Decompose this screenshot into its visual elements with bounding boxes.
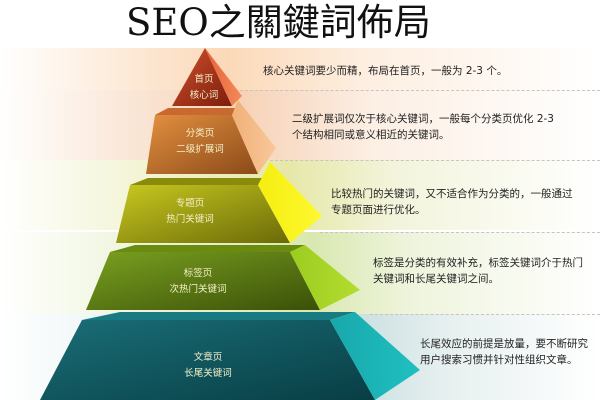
tier-1-keyword: 核心词 <box>189 90 219 101</box>
tier-2-front <box>146 115 258 174</box>
tier-4-top <box>110 245 305 252</box>
tier-5-keyword: 长尾关键词 <box>184 368 232 379</box>
tier-4-keyword: 次热门关键词 <box>169 284 227 295</box>
tier-4-description: 标签是分类的有效补充，标签关键词介于热门 关键词和长尾关键词之间。 <box>373 257 583 285</box>
tier-5-description: 长尾效应的前提是放量，要不断研究 用户搜索习惯并针对性组织文章。 <box>420 338 588 366</box>
band-tier-1 <box>0 48 600 90</box>
tier-2-top <box>155 108 238 115</box>
divider-3 <box>320 232 600 233</box>
tier-1-label: 首页 核心词 <box>144 72 264 104</box>
tier-5-front <box>40 320 375 400</box>
tier-3-label: 专题页 热门关键词 <box>130 196 250 228</box>
tier-4-front <box>86 252 320 310</box>
tier-3-keyword: 热门关键词 <box>166 214 214 225</box>
tier-3-top <box>130 178 270 185</box>
tier-1-description: 核心关键词要少而精，布局在首页，一般为 2-3 个。 <box>263 65 508 77</box>
tier-3-page: 专题页 <box>175 198 205 209</box>
tier-1-front <box>172 48 232 106</box>
tier-3-front <box>116 185 290 243</box>
divider-4 <box>370 314 600 315</box>
tier-3-description: 比较热门的关键词，又不适合作为分类的，一般通过 专题页面进行优化。 <box>331 188 573 216</box>
band-tier-2 <box>0 90 600 160</box>
divider-2 <box>270 160 600 161</box>
tier-2-description: 二级扩展词仅次于核心关键词，一般每个分类页优化 2-3 个结构相同或意义相近的关… <box>292 113 554 141</box>
divider-1 <box>230 90 600 91</box>
tier-5-top <box>82 312 355 320</box>
tier-4-side <box>290 245 360 310</box>
tier-2-page: 分类页 <box>185 128 215 139</box>
tier-4-label: 标签页 次热门关键词 <box>138 266 258 298</box>
tier-2-keyword: 二级扩展词 <box>176 144 224 155</box>
tier-2-side <box>232 100 276 174</box>
diagram-title: SEO之關鍵詞佈局 <box>126 1 431 44</box>
tier-5-label: 文章页 长尾关键词 <box>148 350 268 382</box>
tier-1-page: 首页 <box>194 74 214 85</box>
tier-2-label: 分类页 二级扩展词 <box>140 126 260 158</box>
tier-3-side <box>258 162 322 243</box>
tier-1-side <box>205 48 242 106</box>
tier-5-page: 文章页 <box>193 352 223 363</box>
tier-4-page: 标签页 <box>183 268 213 279</box>
tier-5-side <box>330 312 420 400</box>
